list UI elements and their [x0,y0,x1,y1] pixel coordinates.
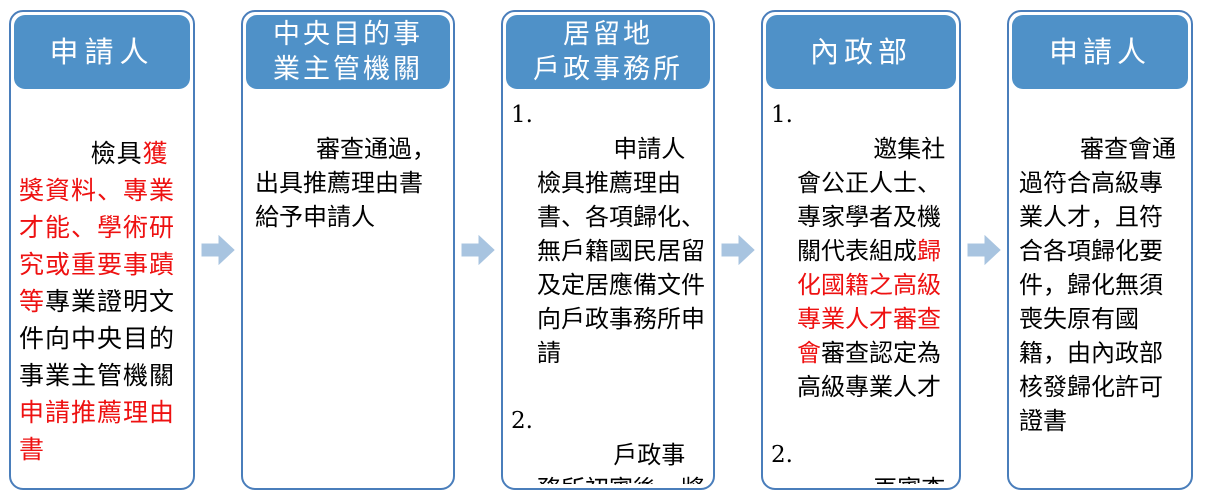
text-segment: 申請人檢具推薦理由書、各項歸化、無戶籍國民居留及定居應備文件向戶政事務所申請 [537,135,705,367]
list-item-number: 2. [771,442,793,468]
text-segment: 再審查各項歸化要件 [797,475,945,484]
step-2-body: 審查通過，出具推薦理由書給予申請人 [243,92,453,484]
text-segment: 邀集社會公正人士、專家學者及機關代表組成 [797,135,946,265]
text-segment: 檢具 [90,139,143,168]
text-segment: 審查認定為高級專業人才 [797,339,941,401]
step-4-list: 1.邀集社會公正人士、專家學者及機關代表組成歸化國籍之高級專業人才審查會審查認定… [771,98,951,484]
step-3-body: 1.申請人檢具推薦理由書、各項歸化、無戶籍國民居留及定居應備文件向戶政事務所申請… [503,92,713,484]
step-2-paragraph: 審查通過，出具推薦理由書給予申請人 [255,98,445,268]
list-item: 2.戶政事務所初審後，將申請案層轉內政部審查 [511,404,705,484]
flow-step-card-3[interactable]: 居留地 戶政事務所 1.申請人檢具推薦理由書、各項歸化、無戶籍國民居留及定居應備… [501,10,715,490]
right-arrow-icon [721,235,755,265]
text-segment-highlight: 申請推薦理由書 [19,398,176,464]
step-2-header: 中央目的事 業主管機關 [246,15,450,89]
list-item: 2. 再審查各項歸化要件 [771,438,951,484]
flow-arrow-2 [455,0,501,500]
right-arrow-icon [461,235,495,265]
flow-step-card-4[interactable]: 內政部 1.邀集社會公正人士、專家學者及機關代表組成歸化國籍之高級專業人才審查會… [761,10,961,490]
flow-arrow-1 [195,0,241,500]
text-segment-highlight: 歸化國籍之高級專業人才審查會 [797,237,941,367]
text-segment: 戶政事務所初審後，將申請案層轉內政部審查 [537,441,705,484]
step-4-header: 內政部 [766,15,956,89]
step-1-header: 申請人 [14,15,190,89]
step-1-body: 檢具獲獎資料、專業才能、學術研究或重要事蹟等專業證明文件向中央目的事業主管機關申… [11,92,193,484]
text-segment: 審查通過，出具推薦理由書給予申請人 [255,135,437,231]
text-segment: 審查會通過符合高級專業人才，且符合各項歸化要件，歸化無須喪失原有國籍，由內政部核… [1019,135,1177,435]
list-item-number: 1. [511,102,533,128]
flow-step-card-5[interactable]: 申請人 審查會通過符合高級專業人才，且符合各項歸化要件，歸化無須喪失原有國籍，由… [1007,10,1193,490]
list-item-number: 1. [771,102,793,128]
right-arrow-icon [967,235,1001,265]
step-3-header: 居留地 戶政事務所 [506,15,710,89]
flow-step-card-2[interactable]: 中央目的事 業主管機關 審查通過，出具推薦理由書給予申請人 [241,10,455,490]
step-1-paragraph: 檢具獲獎資料、專業才能、學術研究或重要事蹟等專業證明文件向中央目的事業主管機關申… [19,98,189,484]
step-3-list: 1.申請人檢具推薦理由書、各項歸化、無戶籍國民居留及定居應備文件向戶政事務所申請… [511,98,705,484]
flow-arrow-4 [961,0,1007,500]
list-item: 1.申請人檢具推薦理由書、各項歸化、無戶籍國民居留及定居應備文件向戶政事務所申請 [511,98,705,404]
step-5-header: 申請人 [1012,15,1188,89]
list-item: 1.邀集社會公正人士、專家學者及機關代表組成歸化國籍之高級專業人才審查會審查認定… [771,98,951,438]
flow-arrow-3 [715,0,761,500]
text-segment-highlight: 獲獎資料、專業才能、學術研究或重要事蹟等 [19,139,176,316]
step-4-body: 1.邀集社會公正人士、專家學者及機關代表組成歸化國籍之高級專業人才審查會審查認定… [763,92,959,484]
step-5-paragraph: 審查會通過符合高級專業人才，且符合各項歸化要件，歸化無須喪失原有國籍，由內政部核… [1019,98,1183,472]
right-arrow-icon [201,235,235,265]
flow-step-card-1[interactable]: 申請人 檢具獲獎資料、專業才能、學術研究或重要事蹟等專業證明文件向中央目的事業主… [9,10,195,490]
text-segment: 專業證明文件向中央目的事業主管機關 [19,287,176,390]
step-5-body: 審查會通過符合高級專業人才，且符合各項歸化要件，歸化無須喪失原有國籍，由內政部核… [1009,92,1191,484]
list-item-number: 2. [511,408,533,434]
